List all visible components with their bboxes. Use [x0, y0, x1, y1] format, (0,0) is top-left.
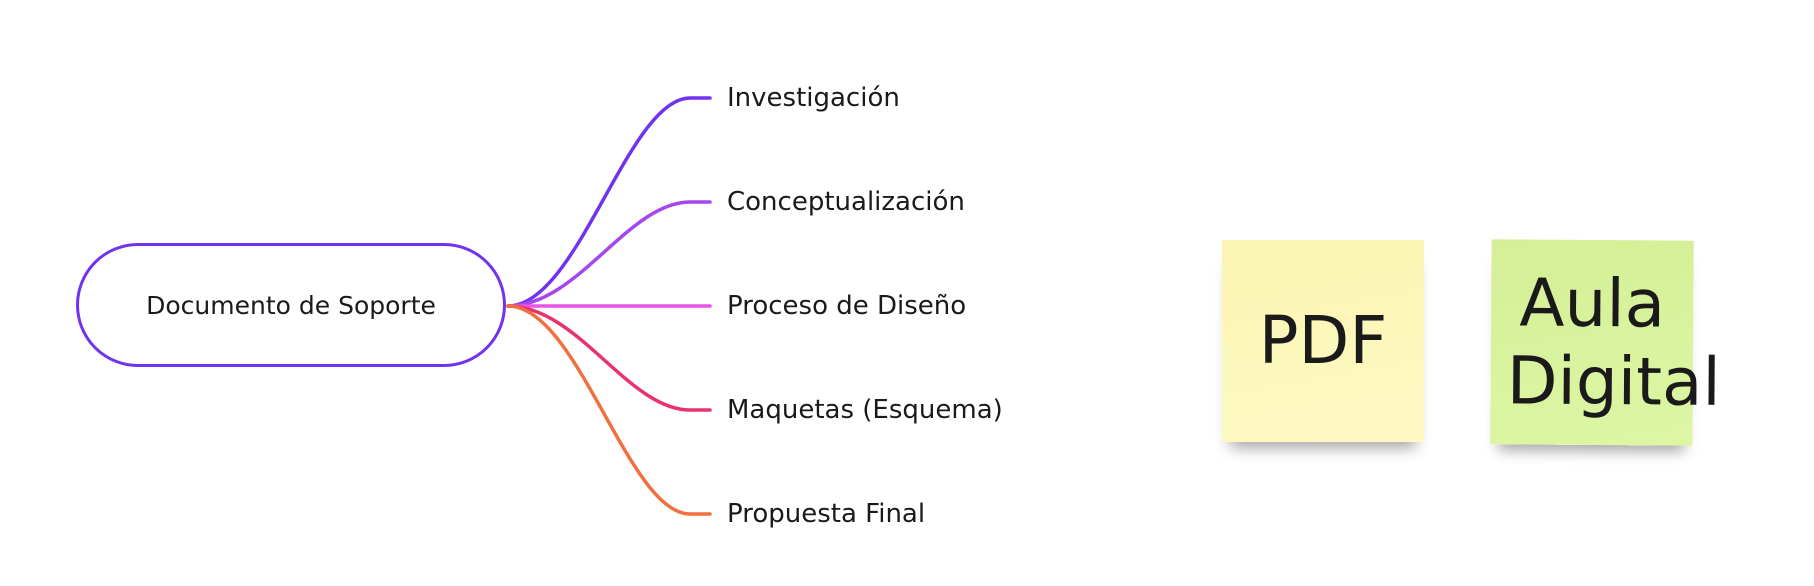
root-label: Documento de Soporte [146, 290, 436, 320]
connector-line [506, 304, 712, 412]
sticky-note-pdf[interactable]: PDF [1222, 240, 1424, 442]
sticky-note-text: PDF [1258, 302, 1388, 380]
mindmap-root-node[interactable]: Documento de Soporte [76, 243, 506, 367]
sticky-note-aula-digital[interactable]: Aula Digital [1490, 239, 1722, 446]
connector-line [506, 304, 712, 516]
branch-maquetas[interactable]: Maquetas (Esquema) [727, 395, 1003, 425]
sticky-note-text: Aula Digital [1506, 264, 1722, 421]
branch-propuesta-final[interactable]: Propuesta Final [727, 499, 926, 529]
connector-line [506, 96, 712, 308]
branch-conceptualizacion[interactable]: Conceptualización [727, 187, 965, 217]
branch-proceso-de-diseno[interactable]: Proceso de Diseño [727, 291, 967, 321]
branch-investigacion[interactable]: Investigación [727, 83, 900, 113]
connector-line [506, 200, 712, 308]
